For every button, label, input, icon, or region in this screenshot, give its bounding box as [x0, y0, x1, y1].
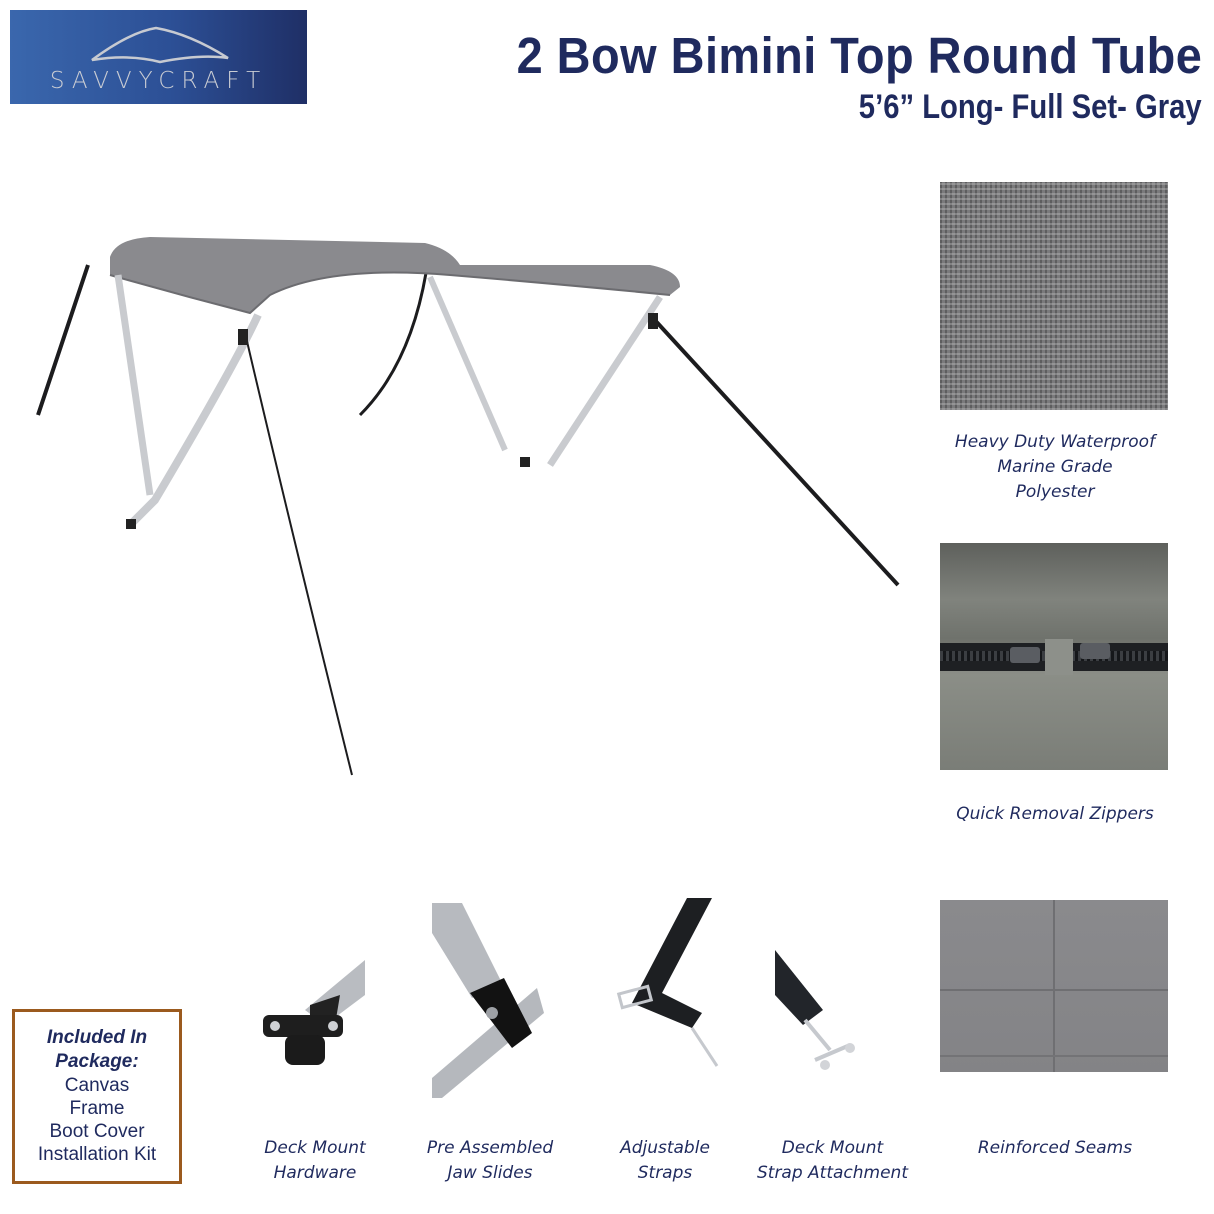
seams-image [940, 900, 1168, 1072]
package-item: Canvas [64, 1075, 130, 1096]
package-item: Installation Kit [37, 1144, 157, 1165]
jaw-slides-caption: Pre Assembled Jaw Slides [426, 1138, 554, 1183]
bimini-top-hero-image [36, 237, 900, 776]
zipper-image [940, 543, 1168, 770]
fabric-caption: Heavy Duty Waterproof Marine Grade Polye… [954, 432, 1156, 502]
zipper-caption: Quick Removal Zippers [956, 804, 1154, 824]
adjustable-straps-caption: Adjustable Straps [620, 1138, 710, 1183]
package-heading: Included In Package: [46, 1027, 148, 1072]
fabric-weave-image [940, 182, 1168, 410]
adjustable-strap-image [616, 898, 719, 1067]
package-item: Frame [69, 1098, 125, 1119]
strap-attachment-caption: Deck Mount Strap Attachment [756, 1138, 909, 1183]
jaw-slide-image [432, 903, 544, 1098]
product-subtitle: 5’6” Long- Full Set- Gray [859, 88, 1202, 126]
strap-attachment-image [775, 950, 855, 1070]
included-package-box: Included In Package: Canvas Frame Boot C… [12, 1009, 182, 1184]
canopy-arc-icon [91, 26, 229, 64]
deck-mount-hardware-image [263, 960, 365, 1065]
brand-logo: SAVVYCRAFT [10, 10, 307, 104]
package-item: Boot Cover [49, 1121, 145, 1142]
product-title: 2 Bow Bimini Top Round Tube [516, 27, 1202, 84]
deck-mount-hardware-caption: Deck Mount Hardware [264, 1138, 366, 1183]
seams-caption: Reinforced Seams [977, 1138, 1133, 1158]
logo-wordmark: SAVVYCRAFT [49, 68, 268, 94]
